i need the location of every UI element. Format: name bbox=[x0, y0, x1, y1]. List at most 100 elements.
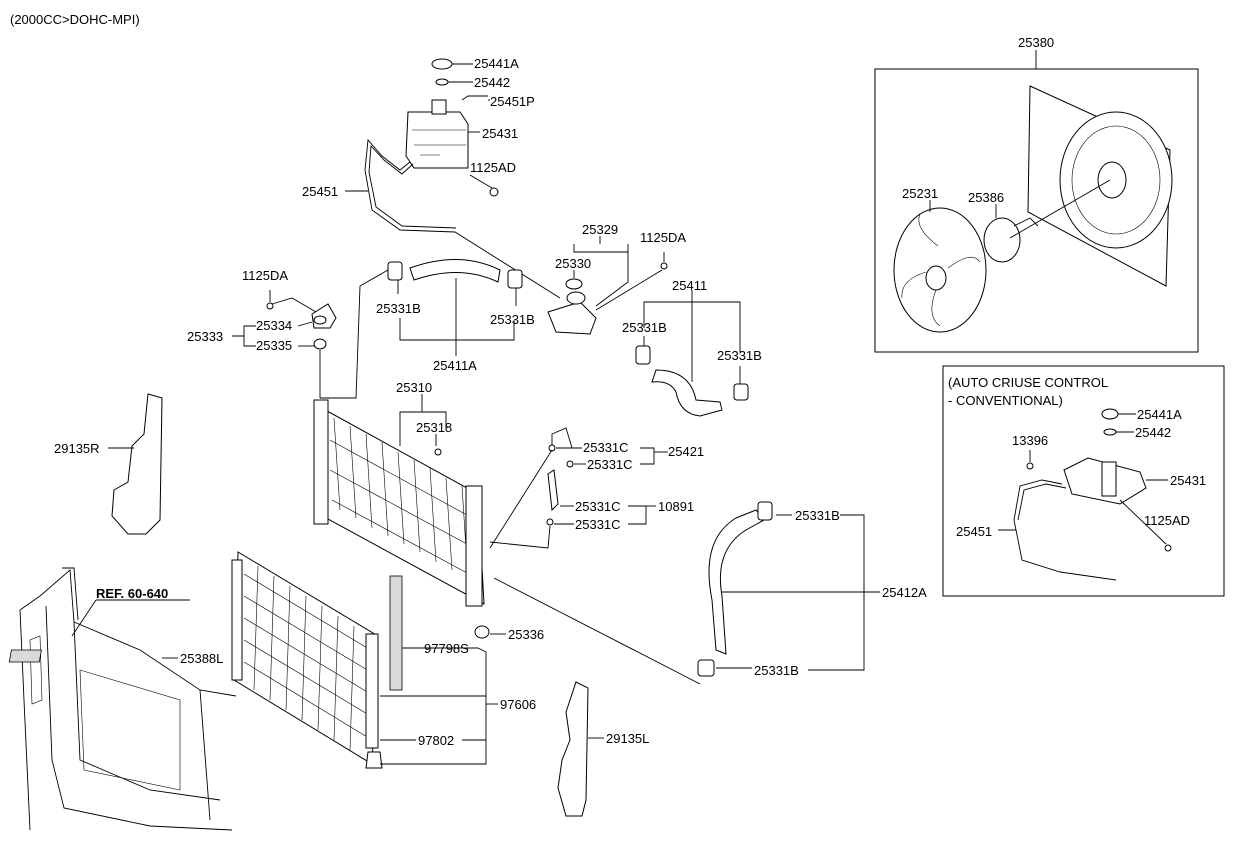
label-25331C-c: 25331C bbox=[575, 499, 621, 514]
option-label-13396: 13396 bbox=[1012, 433, 1048, 448]
reservoir-seal bbox=[435, 78, 449, 86]
oil-cooler-hoses bbox=[489, 427, 574, 549]
label-25331B-d: 25331B bbox=[717, 348, 762, 363]
option-seal bbox=[1103, 428, 1117, 436]
option-reservoir-assembly bbox=[1013, 408, 1172, 581]
air-seal-97798S bbox=[389, 575, 403, 691]
ref-note: REF. 60-640 bbox=[96, 586, 168, 601]
label-plate-25388L bbox=[8, 649, 42, 663]
label-10891: 10891 bbox=[658, 499, 694, 514]
radiator-core bbox=[317, 405, 485, 605]
hose-10891 bbox=[547, 469, 559, 512]
drain-cock bbox=[434, 448, 442, 456]
condenser-core bbox=[233, 551, 379, 765]
air-guard-right bbox=[111, 393, 163, 535]
label-25335: 25335 bbox=[256, 338, 292, 353]
label-25451P: 25451P bbox=[490, 94, 535, 109]
option-title-line2: - CONVENTIONAL) bbox=[948, 393, 1063, 408]
label-25231: 25231 bbox=[902, 186, 938, 201]
clamp-lower-b bbox=[697, 659, 715, 677]
label-1125DA-top: 1125DA bbox=[640, 230, 686, 245]
overflow-hose bbox=[364, 138, 561, 299]
label-25331C-d: 25331C bbox=[575, 517, 621, 532]
receiver-drier bbox=[365, 633, 379, 749]
label-25380: 25380 bbox=[1018, 35, 1054, 50]
bracket-25334 bbox=[311, 303, 337, 329]
label-97802: 97802 bbox=[418, 733, 454, 748]
label-25411: 25411 bbox=[672, 278, 707, 293]
label-1125DA-left: 1125DA bbox=[242, 268, 288, 283]
radiator-tank-right bbox=[465, 485, 483, 607]
water-outlet-fitting bbox=[547, 301, 597, 335]
label-25331B-a: 25331B bbox=[376, 301, 421, 316]
label-25331B-c: 25331B bbox=[622, 320, 667, 335]
label-29135R: 29135R bbox=[54, 441, 100, 456]
label-25451: 25451 bbox=[302, 184, 338, 199]
label-25411A: 25411A bbox=[433, 358, 477, 373]
hose-25421 bbox=[551, 427, 573, 449]
bolt-1125DA bbox=[266, 302, 274, 310]
clamp-right bbox=[507, 269, 523, 289]
label-25421: 25421 bbox=[668, 444, 704, 459]
condenser bbox=[231, 551, 403, 769]
label-25386: 25386 bbox=[968, 190, 1004, 205]
lower-hose bbox=[708, 509, 765, 655]
option-label-25431: 25431 bbox=[1170, 473, 1206, 488]
radiator-tank-left bbox=[313, 399, 329, 525]
clamp-outlet-a bbox=[635, 345, 651, 365]
label-97798S: 97798S bbox=[424, 641, 469, 656]
option-cap bbox=[1101, 408, 1119, 420]
option-label-25441A: 25441A bbox=[1137, 407, 1182, 422]
label-25334: 25334 bbox=[256, 318, 292, 333]
tank-bolt bbox=[489, 187, 499, 197]
plug-25335 bbox=[313, 338, 327, 350]
outlet-hose bbox=[651, 369, 723, 417]
outlet-seal bbox=[565, 278, 583, 290]
label-97606: 97606 bbox=[500, 697, 536, 712]
outlet-cap bbox=[566, 291, 586, 305]
option-hose bbox=[1013, 479, 1117, 581]
label-29135L: 29135L bbox=[606, 731, 649, 746]
label-25331B-b: 25331B bbox=[490, 312, 535, 327]
reservoir-cap bbox=[431, 58, 453, 70]
option-box bbox=[942, 365, 1225, 597]
upper-tube bbox=[320, 269, 389, 399]
lower-hose-assembly bbox=[493, 501, 773, 685]
reservoir-neck bbox=[431, 99, 447, 115]
label-25331B-e: 25331B bbox=[795, 508, 840, 523]
fan-assembly-box bbox=[874, 68, 1199, 353]
front-end-carrier bbox=[8, 567, 237, 831]
drier-cap bbox=[365, 751, 383, 769]
label-25310: 25310 bbox=[396, 380, 432, 395]
option-neck bbox=[1101, 461, 1117, 497]
clamp-lower-a bbox=[757, 501, 773, 521]
label-25331C-b: 25331C bbox=[587, 457, 633, 472]
fitting-bolt bbox=[660, 262, 668, 270]
engine-spec-label: (2000CC>DOHC-MPI) bbox=[10, 12, 140, 27]
air-guard-left bbox=[557, 681, 589, 817]
label-25336: 25336 bbox=[508, 627, 544, 642]
upper-hose bbox=[409, 259, 501, 283]
label-25330: 25330 bbox=[555, 256, 591, 271]
motor-wire bbox=[1013, 217, 1039, 227]
radiator bbox=[313, 269, 485, 607]
label-25388L: 25388L bbox=[180, 651, 223, 666]
option-label-25451: 25451 bbox=[956, 524, 992, 539]
label-25333: 25333 bbox=[187, 329, 223, 344]
drain-plug-group bbox=[266, 302, 337, 398]
clamp-left bbox=[387, 261, 403, 281]
label-25329: 25329 bbox=[582, 222, 618, 237]
fan-motor bbox=[983, 217, 1021, 263]
condenser-tank-left bbox=[231, 559, 243, 681]
label-25331B-f: 25331B bbox=[754, 663, 799, 678]
label-25431: 25431 bbox=[482, 126, 518, 141]
label-25318: 25318 bbox=[416, 420, 452, 435]
option-label-25442: 25442 bbox=[1135, 425, 1171, 440]
fan-assembly bbox=[893, 85, 1173, 333]
reservoir-tank bbox=[405, 111, 469, 169]
label-25412A: 25412A bbox=[882, 585, 927, 600]
overflow-pipe bbox=[461, 95, 488, 101]
label-25331C-a: 25331C bbox=[583, 440, 629, 455]
option-label-1125AD: 1125AD bbox=[1144, 513, 1190, 528]
